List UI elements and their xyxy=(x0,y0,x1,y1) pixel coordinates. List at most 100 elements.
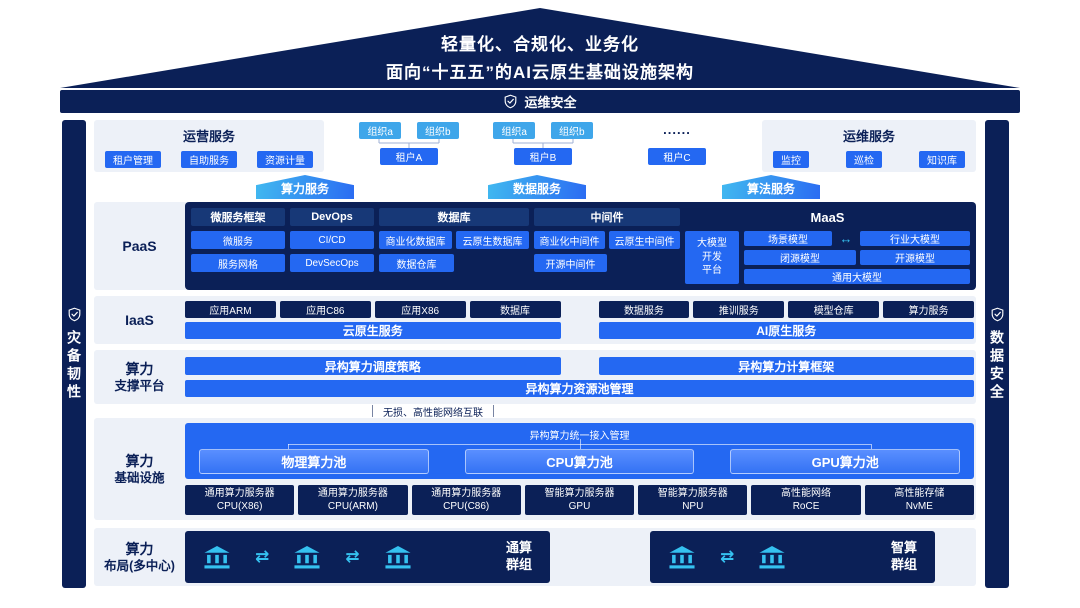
ops-security-label: 运维安全 xyxy=(524,95,577,110)
resource-metering-chip: 资源计量 xyxy=(257,151,313,168)
monitoring-chip: 监控 xyxy=(773,151,809,168)
unified-access-panel: 异构算力统一接入管理 物理算力池 CPU算力池 GPU算力池 xyxy=(185,423,974,479)
compute-infrastructure-row: 算力 基础设施 异构算力统一接入管理 物理算力池 CPU算力池 GPU算力池 xyxy=(94,418,976,520)
bank-icon xyxy=(294,545,320,568)
service-mesh-chip: 服务网格 xyxy=(191,254,285,272)
maas-body: 大模型 开发 平台 场景模型 ↔ 行业大模型 闭源模型 开源模型 通用大模型 xyxy=(685,231,970,284)
algorithm-service-arrow: 算法服务 xyxy=(722,175,820,199)
tenant-chip: 租户B xyxy=(514,148,572,165)
compute-support-label: 算力 支撑平台 xyxy=(94,350,185,404)
llm-dev-platform-block: 大模型 开发 平台 xyxy=(685,231,739,284)
org-chip: 组织b xyxy=(551,122,593,139)
data-service-chip: 数据服务 xyxy=(598,301,690,318)
maas-model-grid: 场景模型 ↔ 行业大模型 闭源模型 开源模型 通用大模型 xyxy=(744,231,970,284)
server-type: 智能算力服务器 xyxy=(544,487,615,499)
middleware-group: 中间件 商业化中间件 云原生中间件 开源中间件 xyxy=(534,208,680,284)
database-chip-row: 数据仓库 xyxy=(379,254,529,272)
cpu-pool: CPU算力池 xyxy=(464,449,695,474)
compute-service-chip: 算力服务 xyxy=(883,301,974,318)
data-security-label: 数据安全 xyxy=(989,329,1005,402)
cloud-native-service-bar: 云原生服务 xyxy=(185,322,561,339)
industry-model-chip: 行业大模型 xyxy=(860,231,970,246)
ai-native-service-block: 数据服务 推训服务 模型仓库 算力服务 AI原生服务 xyxy=(598,301,974,339)
org-chip: 组织a xyxy=(359,122,401,139)
disaster-resilience-pillar: 灾备韧性 xyxy=(62,120,86,588)
shield-check-icon xyxy=(68,307,80,321)
org-chips: 组织a 组织b xyxy=(493,122,593,139)
double-arrow-icon: ↔ xyxy=(839,231,853,246)
devsecops-chip: DevSecOps xyxy=(290,254,374,272)
bank-icon xyxy=(669,545,695,568)
microservice-chip: 微服务 xyxy=(191,231,285,249)
operation-services-title: 运营服务 xyxy=(182,129,235,144)
org-tenant-connector xyxy=(512,139,574,148)
open-source-mw-chip: 开源中间件 xyxy=(534,254,607,272)
group-title: 中间件 xyxy=(534,208,680,226)
bank-icon xyxy=(384,545,411,568)
tenant-group-c: ...... 租户C xyxy=(614,122,740,172)
compute-layout-row: 算力 布局(多中心) ⇄ ⇄ 通算 群组 ⇄ xyxy=(94,528,976,586)
tenant-structure-area: 组织a 组织b 租户A 组织a 组织b 租户B ...... xyxy=(334,120,752,172)
shield-check-icon xyxy=(991,307,1003,321)
physical-pool: 物理算力池 xyxy=(199,449,429,474)
diagram-title: 轻量化、合规化、业务化 面向“十五五”的AI云原生基础设施架构 xyxy=(60,30,1020,83)
label-line: 算力 xyxy=(125,452,154,469)
bank-icon xyxy=(204,545,230,568)
compute-infrastructure-label: 算力 基础设施 xyxy=(94,418,185,520)
cloud-native-service-block: 应用ARM 应用C86 应用X86 数据库 云原生服务 xyxy=(185,301,561,339)
commercial-mw-chip: 商业化中间件 xyxy=(534,231,605,249)
compute-support-content: 异构算力调度策略 异构算力计算框架 异构算力资源池管理 xyxy=(185,350,976,404)
server-type: 智能算力服务器 xyxy=(657,487,728,499)
server-spec: RoCE xyxy=(792,500,820,512)
bank-icon xyxy=(759,545,785,568)
exchange-arrow-icon: ⇄ xyxy=(255,547,270,566)
spacer xyxy=(458,254,529,272)
data-service-arrow: 数据服务 xyxy=(488,175,586,199)
open-source-model-chip: 开源模型 xyxy=(860,250,970,265)
server-spec: NvME xyxy=(905,500,933,512)
tenant-management-chip: 租户管理 xyxy=(105,151,161,168)
interconnect-label: 无损、高性能网络互联 xyxy=(383,407,483,419)
model-repo-chip: 模型仓库 xyxy=(788,301,880,318)
data-warehouse-chip: 数据仓库 xyxy=(379,254,454,272)
service-arrow-band: 算力服务 数据服务 算法服务 xyxy=(94,172,976,202)
label-line: 算力 xyxy=(125,540,154,557)
commercial-db-chip: 商业化数据库 xyxy=(379,231,452,249)
general-model-chip: 通用大模型 xyxy=(744,269,970,284)
org-chips: 组织a 组织b xyxy=(359,122,459,139)
connector-line xyxy=(493,405,494,417)
platform-line: 平台 xyxy=(702,265,722,277)
devops-group: DevOps CI/CD DevSecOps xyxy=(290,208,374,284)
iaas-right-chips: 数据服务 推训服务 模型仓库 算力服务 xyxy=(598,301,974,318)
iaas-label: IaaS xyxy=(125,311,154,328)
platform-line: 开发 xyxy=(702,251,722,263)
server-spec: CPU(X86) xyxy=(216,500,263,512)
inspection-chip: 巡检 xyxy=(846,151,882,168)
compute-pools: 物理算力池 CPU算力池 GPU算力池 xyxy=(199,449,961,474)
ai-compute-cluster-panel: ⇄ 智算 群组 xyxy=(650,531,935,583)
network-interconnect-strip: 无损、高性能网络互联 xyxy=(94,404,976,419)
title-line-1: 轻量化、合规化、业务化 xyxy=(441,35,639,54)
server-type: 通用算力服务器 xyxy=(431,487,502,499)
org-chip: 组织a xyxy=(493,122,535,139)
self-service-chip: 自助服务 xyxy=(181,151,237,168)
exchange-arrow-icon: ⇄ xyxy=(345,547,360,566)
connector-line xyxy=(287,444,289,449)
maintenance-services-items: 监控 巡检 知识库 xyxy=(770,151,968,168)
platform-line: 大模型 xyxy=(697,238,727,250)
connector-line xyxy=(579,444,581,449)
label-line: 算力 xyxy=(125,360,154,377)
database-group: 数据库 商业化数据库 云原生数据库 数据仓库 xyxy=(379,208,529,284)
org-chip: 组织b xyxy=(417,122,459,139)
org-tenant-connector xyxy=(378,139,440,148)
maas-group: MaaS 大模型 开发 平台 场景模型 ↔ 行业大模型 闭源模型 开源模型 xyxy=(685,208,970,284)
group-title: MaaS xyxy=(810,209,845,225)
gpu-pool: GPU算力池 xyxy=(730,449,961,474)
server-type: 高性能存储 xyxy=(894,487,945,499)
